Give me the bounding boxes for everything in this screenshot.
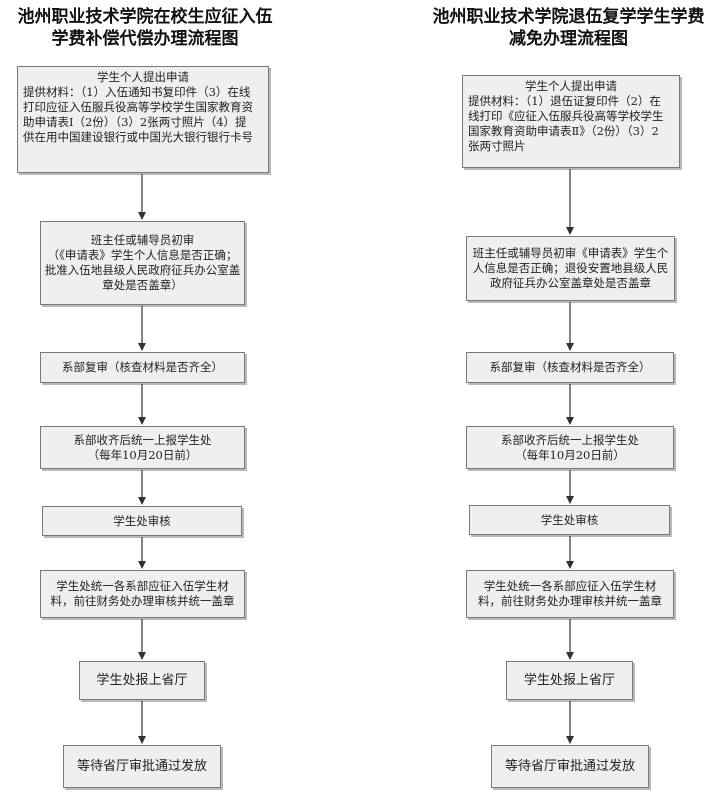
step-text: 料，前往财务处办理审核并统一盖章	[50, 594, 235, 608]
step-heading: 学生个人提出申请	[97, 70, 189, 84]
title-line: 减免办理流程图	[509, 29, 628, 49]
step-text: 打印应征入伍服兵役高等学校学生国家教育资	[23, 100, 253, 114]
step-text: 料，前往财务处办理审核并统一盖章	[478, 594, 662, 608]
step-text: 学生处审核	[113, 513, 171, 528]
left-step-submit: 系部收齐后统一上报学生处 （每年10月20日前）	[40, 426, 245, 469]
right-step-finance: 学生处统一各系部应征入伍学生材 料，前往财务处办理审核并统一盖章	[466, 570, 674, 618]
step-text: 学生处报上省厅	[96, 673, 188, 688]
step-text: 班主任或辅导员初审《申请表》学生个	[472, 246, 669, 260]
right-step-office-review: 学生处审核	[469, 505, 670, 535]
step-text: 等待省厅审批通过发放	[504, 759, 635, 774]
step-text: 助申请表Ⅰ（2份）（3）2张两寸照片（4）提	[23, 115, 247, 129]
step-text: 系部收齐后统一上报学生处	[73, 432, 212, 447]
step-text: 国家教育资助申请表Ⅱ》（2份）（3）2	[468, 124, 659, 138]
left-flowchart-title: 池州职业技术学院在校生应征入伍 学费补偿代偿办理流程图	[0, 6, 290, 50]
step-text: （《申请表》学生个人信息是否正确；	[47, 248, 238, 262]
left-step-await-approval: 等待省厅审批通过发放	[63, 745, 221, 788]
step-text: 学生处审核	[540, 512, 599, 527]
right-step-initial-review: 班主任或辅导员初审《申请表》学生个 人信息是否正确；退役安置地县级人民 政府征兵…	[466, 236, 675, 301]
step-text: 系部复审（核查材料是否齐全）	[62, 360, 223, 374]
title-line: 学费补偿代偿办理流程图	[51, 29, 239, 49]
step-text: 提供材料：（1）入伍通知书复印件（3）在线	[23, 85, 251, 99]
title-line: 池州职业技术学院退伍复学学生学费	[432, 7, 705, 27]
step-heading: 学生个人提出申请	[525, 79, 617, 93]
step-text: 学生处统一各系部应征入伍学生材	[56, 579, 229, 593]
step-text: 系部收齐后统一上报学生处	[501, 432, 639, 447]
step-text: 人信息是否正确；退役安置地县级人民	[472, 261, 669, 275]
left-step-initial-review: 班主任或辅导员初审 （《申请表》学生个人信息是否正确； 批准入伍地县级人民政府征…	[40, 221, 245, 305]
step-text: 政府征兵办公室盖章处是否盖章	[490, 276, 651, 290]
left-step-report-province: 学生处报上省厅	[79, 661, 205, 700]
step-text: 提供材料：（1）退伍证复印件（2）在	[468, 94, 661, 108]
left-step-apply: 学生个人提出申请 提供材料：（1）入伍通知书复印件（3）在线 打印应征入伍服兵役…	[17, 66, 269, 173]
step-text: 线打印《应征入伍服兵役高等学校学生	[468, 109, 664, 123]
right-step-await-approval: 等待省厅审批通过发放	[491, 745, 649, 788]
step-text: （每年10月20日前）	[87, 447, 198, 462]
step-text: 班主任或辅导员初审	[90, 233, 195, 247]
left-step-dept-review: 系部复审（核查材料是否齐全）	[40, 352, 245, 383]
step-text: 供在用中国建设银行或中国光大银行银行卡号	[23, 130, 253, 144]
left-step-finance: 学生处统一各系部应征入伍学生材 料，前往财务处办理审核并统一盖章	[40, 570, 245, 618]
step-text: 学生处报上省厅	[523, 673, 615, 688]
step-text: 学生处统一各系部应征入伍学生材	[483, 579, 657, 593]
right-step-dept-review: 系部复审（核查材料是否齐全）	[466, 352, 674, 383]
step-text: 等待省厅审批通过发放	[76, 759, 207, 774]
title-line: 池州职业技术学院在校生应征入伍	[17, 7, 273, 27]
step-text: 章处是否盖章）	[102, 278, 183, 292]
left-step-office-review: 学生处审核	[42, 506, 242, 536]
right-step-apply: 学生个人提出申请 提供材料：（1）退伍证复印件（2）在 线打印《应征入伍服兵役高…	[462, 75, 680, 168]
step-text: 批准入伍地县级人民政府征兵办公室盖	[44, 263, 241, 277]
step-text: 系部复审（核查材料是否齐全）	[489, 360, 651, 374]
step-text: （每年10月20日前）	[515, 447, 625, 462]
step-text: 张两寸照片	[468, 139, 526, 153]
right-flowchart-title: 池州职业技术学院退伍复学学生学费 减免办理流程图	[420, 6, 717, 50]
right-step-submit: 系部收齐后统一上报学生处 （每年10月20日前）	[466, 426, 674, 469]
right-step-report-province: 学生处报上省厅	[506, 661, 633, 700]
